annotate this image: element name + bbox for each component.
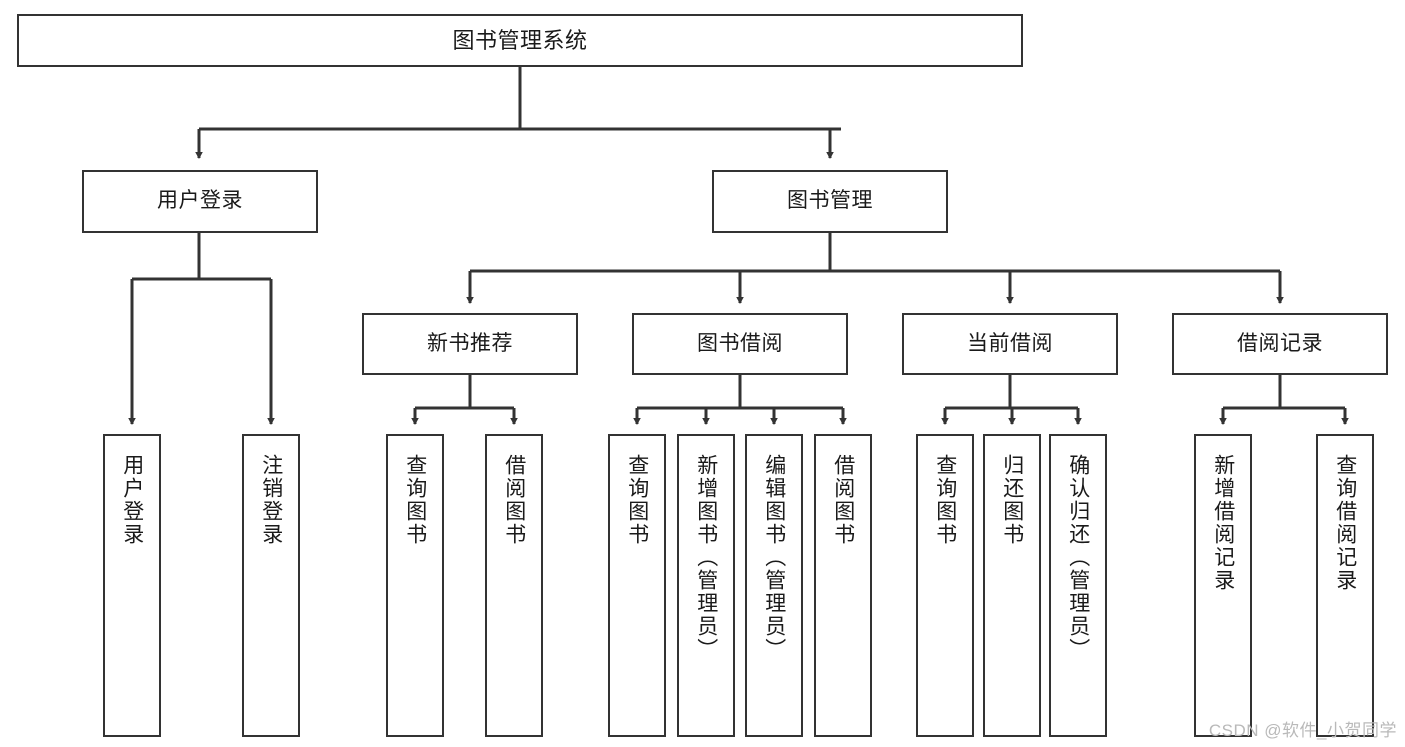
node-book-borrow[interactable]: 图书借阅 (632, 313, 848, 375)
node-label: 图书管理 (787, 189, 873, 213)
node-label: 用户登录 (157, 189, 243, 213)
node-label: 当前借阅 (967, 331, 1053, 355)
leaf-label: 借阅图书 (831, 454, 855, 546)
leaf-label: 查询借阅记录 (1333, 454, 1357, 592)
leaf-label: 用户登录 (120, 454, 144, 546)
node-label: 图书借阅 (697, 331, 783, 355)
leaf-new-book-borrow-book[interactable]: 借阅图书 (485, 434, 543, 737)
leaf-borrow-record-query-record[interactable]: 查询借阅记录 (1316, 434, 1374, 737)
leaf-book-borrow-add-book-admin[interactable]: 新增图书（管理员） (677, 434, 735, 737)
leaf-label: 新增借阅记录 (1211, 454, 1235, 592)
leaf-label: 归还图书 (1000, 454, 1024, 546)
node-label: 新书推荐 (427, 331, 513, 355)
node-book-management[interactable]: 图书管理 (712, 170, 948, 233)
leaf-label: 注销登录 (259, 454, 283, 546)
leaf-user-login-login[interactable]: 用户登录 (103, 434, 161, 737)
node-new-book-recommend[interactable]: 新书推荐 (362, 313, 578, 375)
leaf-book-borrow-edit-book-admin[interactable]: 编辑图书（管理员） (745, 434, 803, 737)
leaf-label: 确认归还（管理员） (1066, 454, 1090, 661)
watermark-text: CSDN @软件_小贺同学 (1208, 721, 1397, 740)
node-root-book-management-system[interactable]: 图书管理系统 (17, 14, 1023, 67)
leaf-current-borrow-return-book[interactable]: 归还图书 (983, 434, 1041, 737)
leaf-label: 借阅图书 (502, 454, 526, 546)
leaf-current-borrow-query-book[interactable]: 查询图书 (916, 434, 974, 737)
leaf-new-book-query-book[interactable]: 查询图书 (386, 434, 444, 737)
leaf-book-borrow-query-book[interactable]: 查询图书 (608, 434, 666, 737)
leaf-label: 新增图书（管理员） (694, 454, 718, 661)
node-label: 借阅记录 (1237, 331, 1323, 355)
leaf-label: 查询图书 (403, 454, 427, 546)
leaf-label: 编辑图书（管理员） (762, 454, 786, 661)
leaf-borrow-record-add-record[interactable]: 新增借阅记录 (1194, 434, 1252, 737)
node-borrow-record[interactable]: 借阅记录 (1172, 313, 1388, 375)
node-label: 图书管理系统 (452, 27, 588, 53)
leaf-label: 查询图书 (625, 454, 649, 546)
node-current-borrow[interactable]: 当前借阅 (902, 313, 1118, 375)
leaf-label: 查询图书 (933, 454, 957, 546)
leaf-book-borrow-borrow-book[interactable]: 借阅图书 (814, 434, 872, 737)
node-user-login[interactable]: 用户登录 (82, 170, 318, 233)
leaf-current-borrow-confirm-return-admin[interactable]: 确认归还（管理员） (1049, 434, 1107, 737)
leaf-user-login-logout[interactable]: 注销登录 (242, 434, 300, 737)
